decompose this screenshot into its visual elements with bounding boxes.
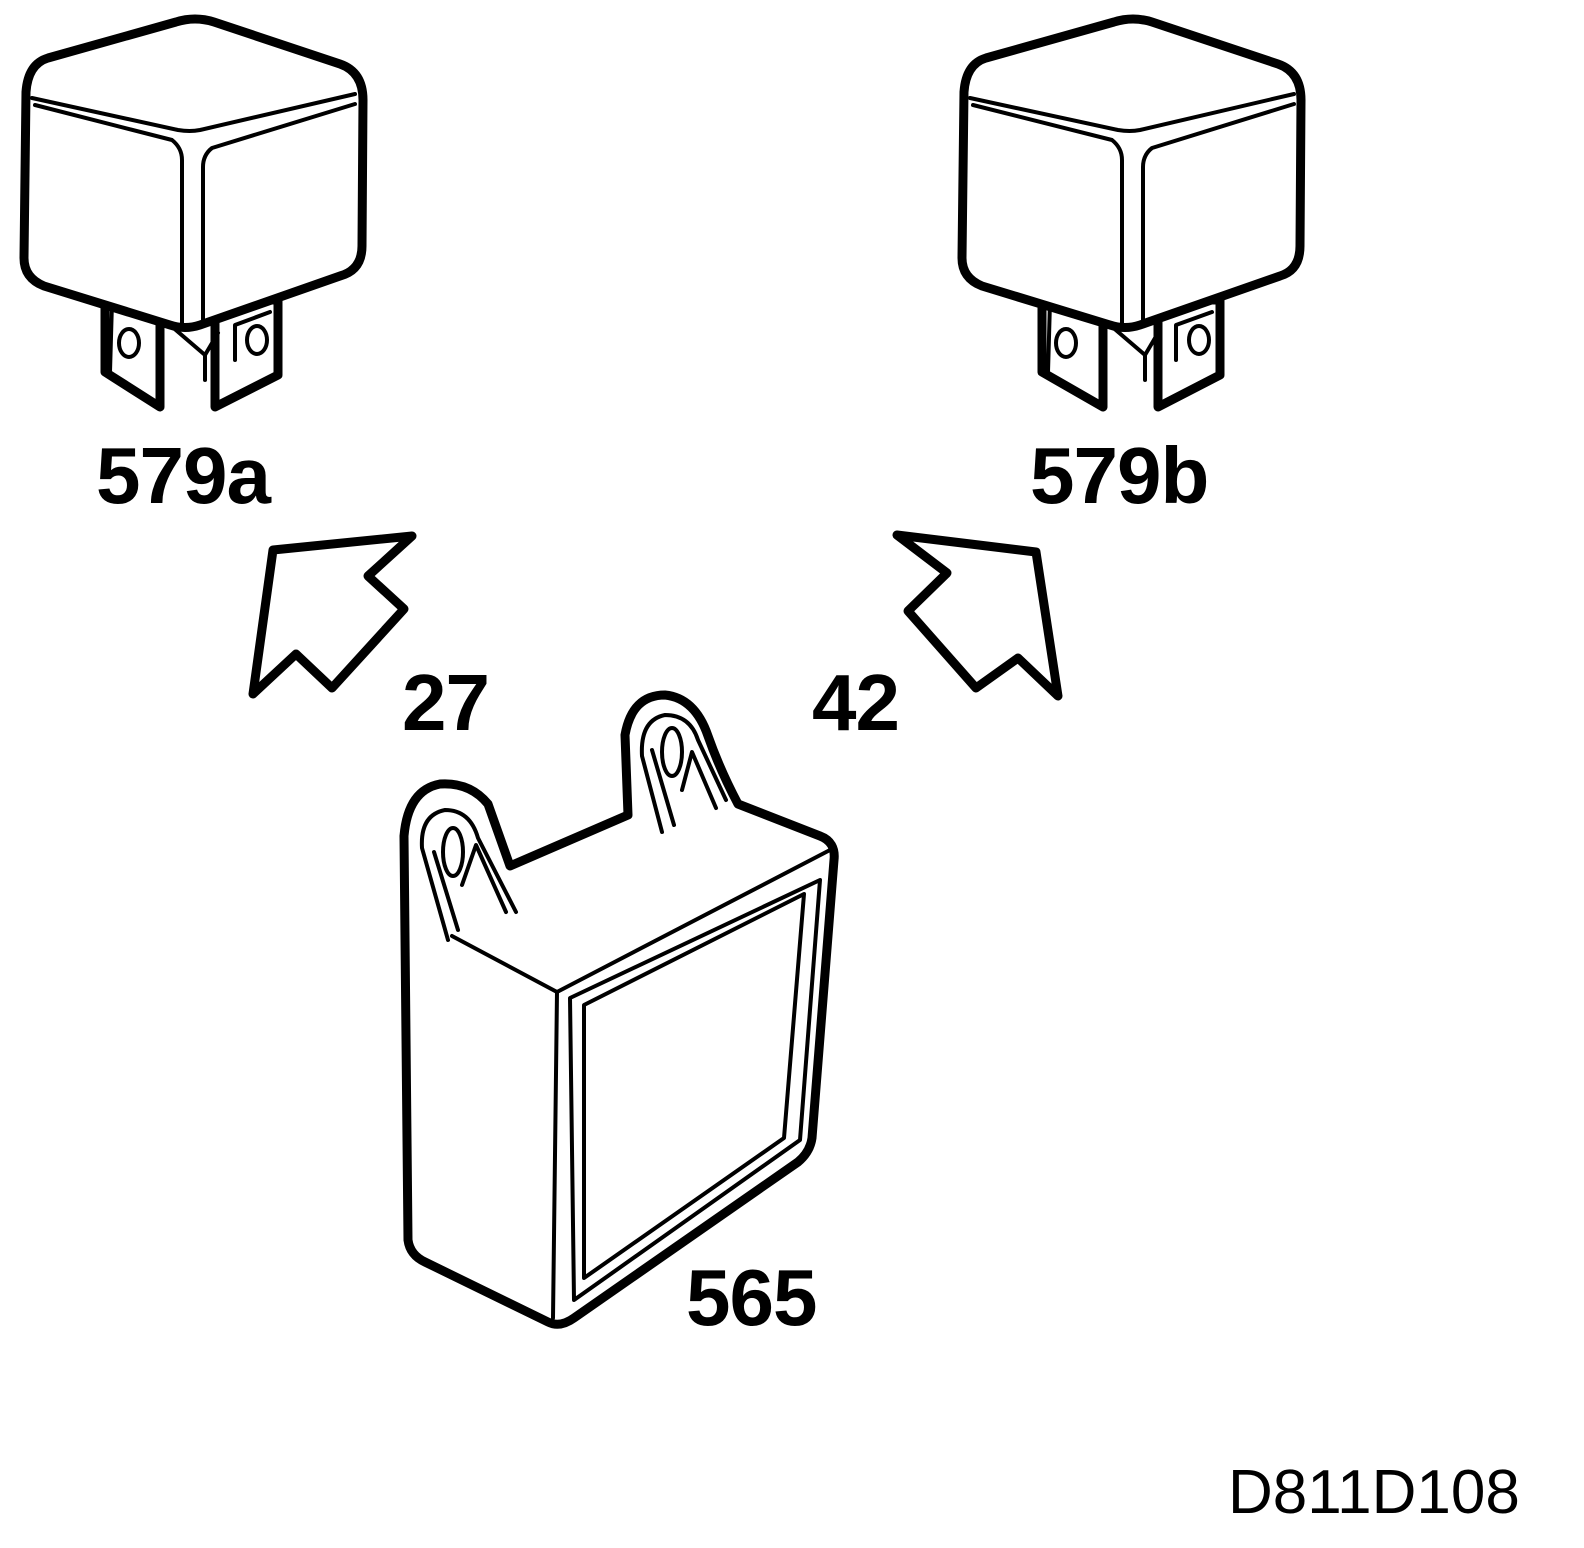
arrow-up-left-icon	[248, 531, 417, 699]
relay-579b-icon	[957, 14, 1306, 412]
label-27: 27	[402, 658, 490, 747]
module-mount-tab-right	[639, 713, 728, 834]
arrow-up-right-icon	[892, 530, 1063, 701]
relay-579a-icon	[19, 14, 368, 412]
label-565: 565	[686, 1253, 817, 1342]
label-42: 42	[812, 658, 900, 747]
drawing-code: D811D108	[1228, 1458, 1520, 1527]
label-579b: 579b	[1030, 431, 1209, 520]
module-mount-tab-left	[419, 808, 518, 942]
label-579a: 579a	[96, 431, 271, 520]
module-565-icon	[399, 690, 839, 1329]
